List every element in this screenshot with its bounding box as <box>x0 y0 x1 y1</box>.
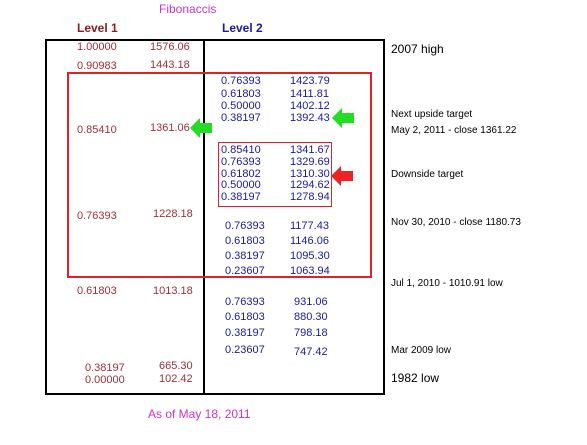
level2-value: 1329.69 <box>290 156 330 168</box>
note-may-close: May 2, 2011 - close 1361.22 <box>391 125 517 136</box>
level2-ratio: 0.61803 <box>225 311 265 323</box>
level1-value: 1443.18 <box>150 59 190 71</box>
level2-value: 747.42 <box>294 346 328 358</box>
level1-value: 1361.06 <box>150 122 190 134</box>
level2-value: 1411.81 <box>290 88 329 100</box>
level1-value: 1576.06 <box>150 41 190 53</box>
arrow-left-green-icon <box>190 118 212 138</box>
footer-date: As of May 18, 2011 <box>148 407 251 421</box>
level2-ratio: 0.50000 <box>221 100 261 112</box>
note-upside-target: Next upside target <box>391 109 473 120</box>
outer-frame <box>45 39 385 395</box>
level2-value: 931.06 <box>294 296 328 308</box>
level2-value: 1341.67 <box>290 144 330 156</box>
level2-ratio: 0.38197 <box>225 250 265 262</box>
level2-header: Level 2 <box>222 21 263 35</box>
level2-ratio: 0.76393 <box>221 156 261 168</box>
level2-value: 1095.30 <box>290 250 330 262</box>
arrow-left-green-icon <box>332 108 354 128</box>
level2-ratio: 0.61803 <box>221 88 261 100</box>
level2-value: 798.18 <box>294 327 328 339</box>
column-divider <box>203 39 205 395</box>
chart-title: Fibonaccis <box>159 2 217 16</box>
level1-ratio: 0.85410 <box>77 124 117 136</box>
level1-value: 1228.18 <box>153 208 193 220</box>
downside-box <box>218 142 332 207</box>
arrow-left-red-icon <box>331 166 353 186</box>
level2-ratio: 0.38197 <box>225 327 265 339</box>
level2-value: 880.30 <box>294 311 328 323</box>
highlight-box <box>67 72 372 278</box>
level2-value: 1423.79 <box>290 75 330 87</box>
level1-ratio: 1.00000 <box>77 41 117 53</box>
level2-ratio: 0.23607 <box>225 265 265 277</box>
level2-value: 1278.94 <box>290 191 330 203</box>
level2-ratio: 0.61803 <box>225 235 265 247</box>
note-2007-high: 2007 high <box>391 42 444 56</box>
level1-ratio: 0.61803 <box>77 285 117 297</box>
level1-value: 102.42 <box>159 373 193 385</box>
level2-value: 1177.43 <box>290 220 329 232</box>
level1-value: 665.30 <box>159 360 193 372</box>
level2-ratio: 0.50000 <box>221 179 261 191</box>
level2-ratio: 0.61802 <box>221 168 261 180</box>
level2-ratio: 0.23607 <box>225 344 265 356</box>
level1-value: 1013.18 <box>153 285 193 297</box>
level1-ratio: 0.00000 <box>85 374 125 386</box>
level2-value: 1146.06 <box>290 235 329 247</box>
note-nov-close: Nov 30, 2010 - close 1180.73 <box>391 217 521 228</box>
level2-ratio: 0.85410 <box>221 144 261 156</box>
level1-header: Level 1 <box>77 21 118 35</box>
level2-value: 1310.30 <box>290 168 330 180</box>
level2-ratio: 0.38197 <box>221 191 261 203</box>
note-mar-low: Mar 2009 low <box>391 345 452 356</box>
level2-ratio: 0.76393 <box>225 296 265 308</box>
note-downside-target: Downside target <box>391 169 464 180</box>
level1-ratio: 0.76393 <box>77 210 117 222</box>
level1-ratio: 0.38197 <box>85 362 125 374</box>
level2-value: 1392.43 <box>290 112 330 124</box>
level2-ratio: 0.76393 <box>221 75 261 87</box>
level2-value: 1402.12 <box>290 100 330 112</box>
level2-value: 1063.94 <box>290 265 330 277</box>
level2-value: 1294.62 <box>290 179 330 191</box>
level1-ratio: 0.90983 <box>77 60 117 72</box>
note-jul-low: Jul 1, 2010 - 1010.91 low <box>391 278 503 289</box>
level2-ratio: 0.38197 <box>221 112 261 124</box>
level2-ratio: 0.76393 <box>225 220 265 232</box>
note-1982-low: 1982 low <box>391 371 440 385</box>
